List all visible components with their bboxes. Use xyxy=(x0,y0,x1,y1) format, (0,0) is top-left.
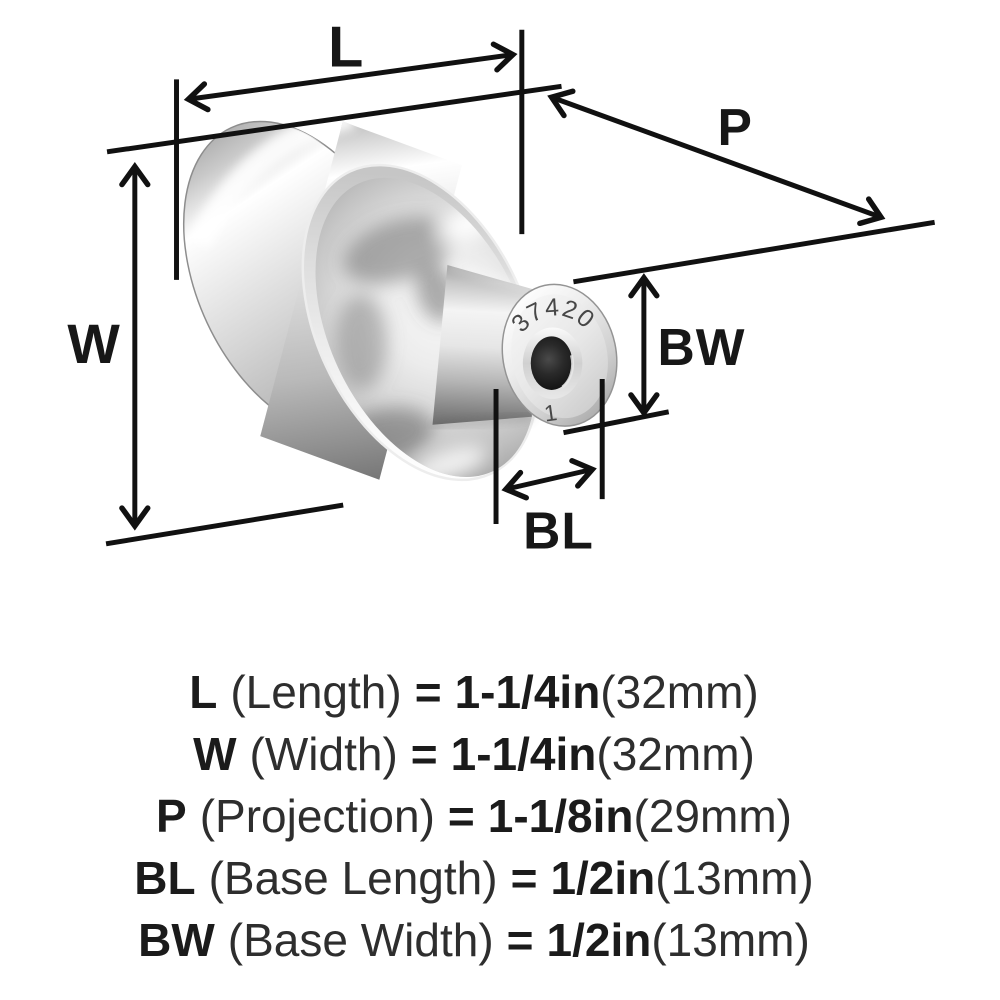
equals-sign: = xyxy=(506,914,534,966)
spec-row-projection: P(Projection)=1-1/8in(29mm) xyxy=(134,785,813,847)
spec-name: (Base Width) xyxy=(227,914,494,966)
spec-code: BL xyxy=(134,852,196,904)
extension-line-front-plane xyxy=(573,219,936,285)
spec-code: P xyxy=(156,790,187,842)
spec-code: L xyxy=(189,666,218,718)
dim-label-BL: BL xyxy=(523,502,594,560)
dim-arrow-L xyxy=(183,41,518,113)
spec-value-inches: 1/2in xyxy=(550,852,656,904)
extension-line-w-bottom xyxy=(105,502,344,547)
screw-hole-highlight xyxy=(561,354,575,389)
knob-illustration: 37420 1 xyxy=(182,105,618,483)
spec-code: BW xyxy=(138,914,215,966)
spec-value-inches: 1-1/4in xyxy=(454,666,601,718)
spec-name: (Width) xyxy=(249,728,398,780)
spec-value-metric: (32mm) xyxy=(600,666,759,718)
spec-value-metric: (32mm) xyxy=(596,728,755,780)
spec-value-metric: (29mm) xyxy=(633,790,792,842)
spec-row-length: L(Length)=1-1/4in(32mm) xyxy=(134,661,813,723)
spec-name: (Projection) xyxy=(199,790,435,842)
equals-sign: = xyxy=(410,728,438,780)
screw-hole xyxy=(530,336,573,390)
equals-sign: = xyxy=(510,852,538,904)
dim-label-W: W xyxy=(67,313,120,375)
spec-list: L(Length)=1-1/4in(32mm) W(Width)=1-1/4in… xyxy=(134,645,813,971)
dim-arrow-P xyxy=(547,88,886,227)
size-marking: 1 xyxy=(542,399,558,427)
spec-row-base-length: BL(Base Length)=1/2in(13mm) xyxy=(134,847,813,909)
equals-sign: = xyxy=(414,666,442,718)
spec-row-base-width: BW(Base Width)=1/2in(13mm) xyxy=(134,909,813,971)
extension-line-bw-bottom xyxy=(563,409,670,436)
dim-arrow-BL xyxy=(501,458,597,501)
dim-label-P: P xyxy=(717,98,752,156)
dimension-callouts xyxy=(105,29,936,547)
spec-code: W xyxy=(193,728,237,780)
spec-value-metric: (13mm) xyxy=(651,914,810,966)
spec-row-width: W(Width)=1-1/4in(32mm) xyxy=(134,723,813,785)
spec-value-inches: 1/2in xyxy=(546,914,652,966)
spec-name: (Length) xyxy=(230,666,402,718)
knob-dimension-drawing: 37420 1 xyxy=(67,15,936,560)
dim-label-BW: BW xyxy=(657,318,745,376)
dimension-labels: L W P BW BL xyxy=(67,15,752,560)
spec-value-inches: 1-1/4in xyxy=(450,728,597,780)
spec-name: (Base Length) xyxy=(208,852,498,904)
equals-sign: = xyxy=(447,790,475,842)
spec-value-metric: (13mm) xyxy=(655,852,814,904)
dim-label-L: L xyxy=(328,15,364,79)
spec-value-inches: 1-1/8in xyxy=(487,790,634,842)
knob-base-face: 37420 1 xyxy=(501,283,618,427)
